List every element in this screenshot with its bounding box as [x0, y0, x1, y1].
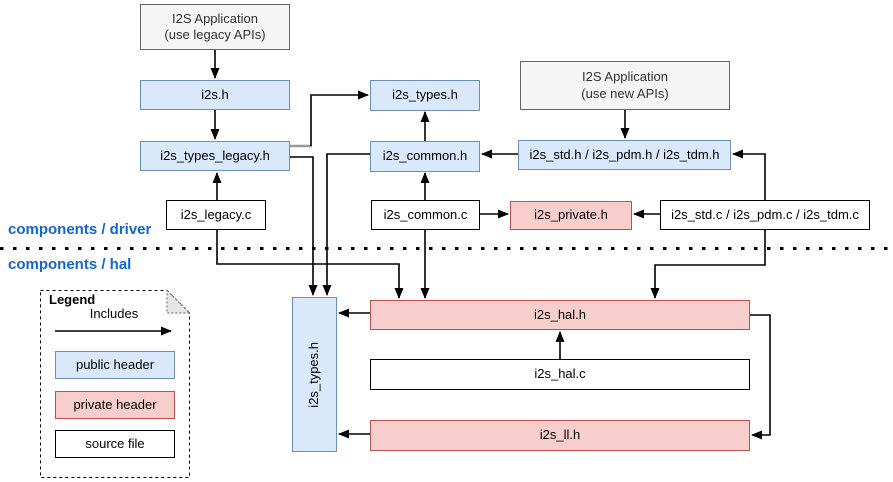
- node-i2s-h-label: i2s.h: [201, 86, 229, 102]
- app-legacy-line1: I2S Application: [171, 10, 258, 26]
- node-i2s-common-c-label: i2s_common.c: [383, 206, 468, 222]
- node-i2s-std-pdm-tdm-c-label: i2s_std.c / i2s_pdm.c / i2s_tdm.c: [671, 206, 859, 222]
- legend-source-file-label: source file: [85, 435, 145, 451]
- section-label-components-hal: components / hal: [8, 256, 132, 273]
- legend-private-header-box: private header: [55, 391, 175, 419]
- node-i2s-ll-h: i2s_ll.h: [370, 420, 750, 451]
- node-i2s-legacy-c: i2s_legacy.c: [166, 200, 266, 230]
- node-hal-i2s-types-h: i2s_types.h: [292, 297, 337, 452]
- legend-source-file-box: source file: [55, 430, 175, 458]
- legend-public-header-box: public header: [55, 351, 175, 379]
- edge-i2s-types-legacy-h-to-i2s-types-h: [310, 90, 369, 146]
- node-i2s-application-legacy: I2S Application (use legacy APIs): [140, 4, 290, 50]
- edge-i2s-hal-h-to-i2s-ll-h: [750, 314, 771, 440]
- node-i2s-std-pdm-tdm-h-label: i2s_std.h / i2s_pdm.h / i2s_tdm.h: [529, 146, 720, 162]
- node-i2s-hal-h: i2s_hal.h: [370, 300, 750, 330]
- node-i2s-legacy-c-label: i2s_legacy.c: [180, 206, 252, 222]
- node-i2s-private-h: i2s_private.h: [510, 201, 632, 230]
- app-new-line2: (use new APIs): [581, 85, 669, 101]
- node-i2s-application-new: I2S Application (use new APIs): [520, 61, 730, 110]
- node-i2s-common-h-label: i2s_common.h: [382, 148, 468, 164]
- node-i2s-std-pdm-tdm-h: i2s_std.h / i2s_pdm.h / i2s_tdm.h: [518, 140, 731, 170]
- node-i2s-types-legacy-h: i2s_types_legacy.h: [140, 141, 290, 171]
- node-i2s-h: i2s.h: [140, 80, 290, 110]
- legend-includes-label: Includes: [89, 306, 139, 321]
- legend-title: Legend: [49, 292, 96, 307]
- node-i2s-types-legacy-h-label: i2s_types_legacy.h: [160, 147, 270, 163]
- node-i2s-common-h: i2s_common.h: [370, 141, 480, 172]
- edge-i2s-common-h-to-hal-i2s-types-h: [322, 153, 370, 296]
- node-i2s-hal-c: i2s_hal.c: [370, 359, 750, 390]
- legend-private-header-label: private header: [73, 396, 157, 412]
- legend-public-header-label: public header: [75, 356, 155, 372]
- edge-i2s-legacy-c-to-i2s-hal-h: [216, 230, 404, 299]
- node-i2s-hal-c-label: i2s_hal.c: [534, 366, 586, 382]
- node-i2s-ll-h-label: i2s_ll.h: [539, 427, 581, 443]
- node-i2s-std-pdm-tdm-c: i2s_std.c / i2s_pdm.c / i2s_tdm.c: [660, 200, 870, 230]
- node-i2s-types-h-label: i2s_types.h: [392, 87, 458, 103]
- node-i2s-common-c: i2s_common.c: [371, 200, 480, 230]
- driver-hal-divider: [0, 247, 893, 250]
- app-new-line1: I2S Application: [581, 69, 668, 85]
- edge-i2s-std-pdm-tdm-c-to-i2s-std-pdm-tdm-h: [732, 149, 766, 200]
- app-legacy-line2: (use legacy APIs): [164, 27, 266, 42]
- section-label-components-driver: components / driver: [8, 221, 152, 238]
- edge-i2s-types-legacy-h-to-hal-i2s-types-h: [290, 156, 318, 296]
- edge-i2s-std-pdm-tdm-c-to-i2s-hal-h: [650, 230, 766, 299]
- node-i2s-types-h: i2s_types.h: [370, 80, 480, 111]
- node-hal-i2s-types-h-label: i2s_types.h: [306, 341, 322, 408]
- node-i2s-hal-h-label: i2s_hal.h: [533, 306, 587, 322]
- node-i2s-private-h-label: i2s_private.h: [534, 207, 608, 223]
